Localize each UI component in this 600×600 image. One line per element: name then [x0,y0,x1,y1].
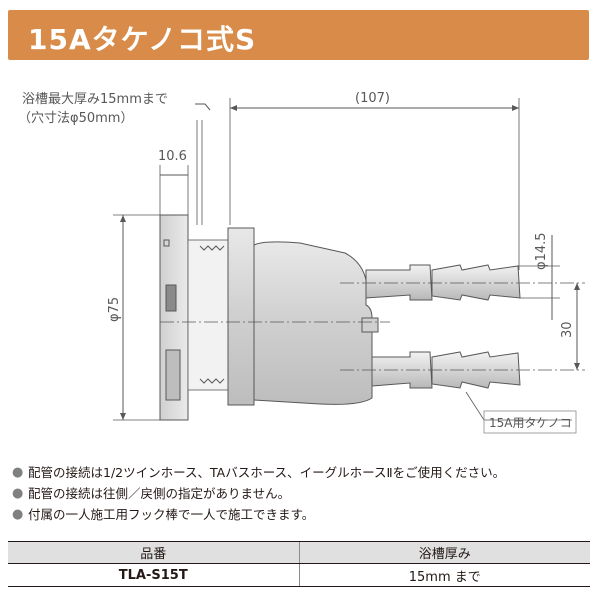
product-title: 15Aタケノコ式S [28,23,257,56]
technical-drawing: 浴槽最大厚み15mmまで （穴寸法φ50mm） (107) 10.6 φ75 φ… [18,91,585,434]
tub-thickness: 15mm まで [298,563,590,587]
note-text: 配管の接続は1/2ツインホース、TAバスホース、イーグルホースⅡをご使用ください… [28,465,506,480]
bullet-icon: ● [12,486,24,501]
upper-hose-barb [431,264,521,301]
table-header-row: 品番 浴槽厚み [8,541,590,564]
note-item: ● 付属の一人施工用フック棒で一人で施工できます。 [12,504,597,525]
leader-line [195,103,211,111]
adapter-body [253,241,373,405]
thickness-note: 浴槽最大厚み15mmまで [22,92,168,107]
dim-length-label: (107) [355,91,390,106]
bullet-icon: ● [12,465,24,480]
dim-hose-label: φ14.5 [534,232,549,270]
upper-pipe-base [365,264,433,301]
column-header-thickness: 浴槽厚み [298,541,590,564]
note-item: ● 配管の接続は往側／戻側の指定がありません。 [12,483,597,504]
flange-slot-lower [165,349,181,401]
model-number: TLA-S15T [8,563,299,587]
note-text: 付属の一人施工用フック棒で一人で施工できます。 [28,507,315,522]
column-header-model: 品番 [8,541,299,564]
callout-box [483,410,577,434]
flange-detail-1 [163,239,170,247]
title-banner: 15Aタケノコ式S [8,10,589,60]
dim-flange-label: 10.6 [158,149,187,164]
notes-list: ● 配管の接続は1/2ツインホース、TAバスホース、イーグルホースⅡをご使用くださ… [12,462,597,525]
spec-table: 品番 浴槽厚み TLA-S15T 15mm まで [8,541,590,587]
table-row: TLA-S15T 15mm まで [8,563,590,587]
flange-slot-upper [165,284,177,312]
body-tab [361,317,379,333]
hole-size-note: （穴寸法φ50mm） [18,111,133,126]
note-item: ● 配管の接続は1/2ツインホース、TAバスホース、イーグルホースⅡをご使用くださ… [12,462,597,483]
note-text: 配管の接続は往側／戻側の指定がありません。 [28,486,291,501]
dim-diameter-label: φ75 [107,297,122,322]
lock-nut [227,227,255,406]
bullet-icon: ● [12,507,24,522]
dim-pitch-label: 30 [560,321,575,338]
part-label: 15A用タケノコ [489,416,572,430]
threaded-shank [187,239,229,391]
thread-marks [199,245,225,384]
